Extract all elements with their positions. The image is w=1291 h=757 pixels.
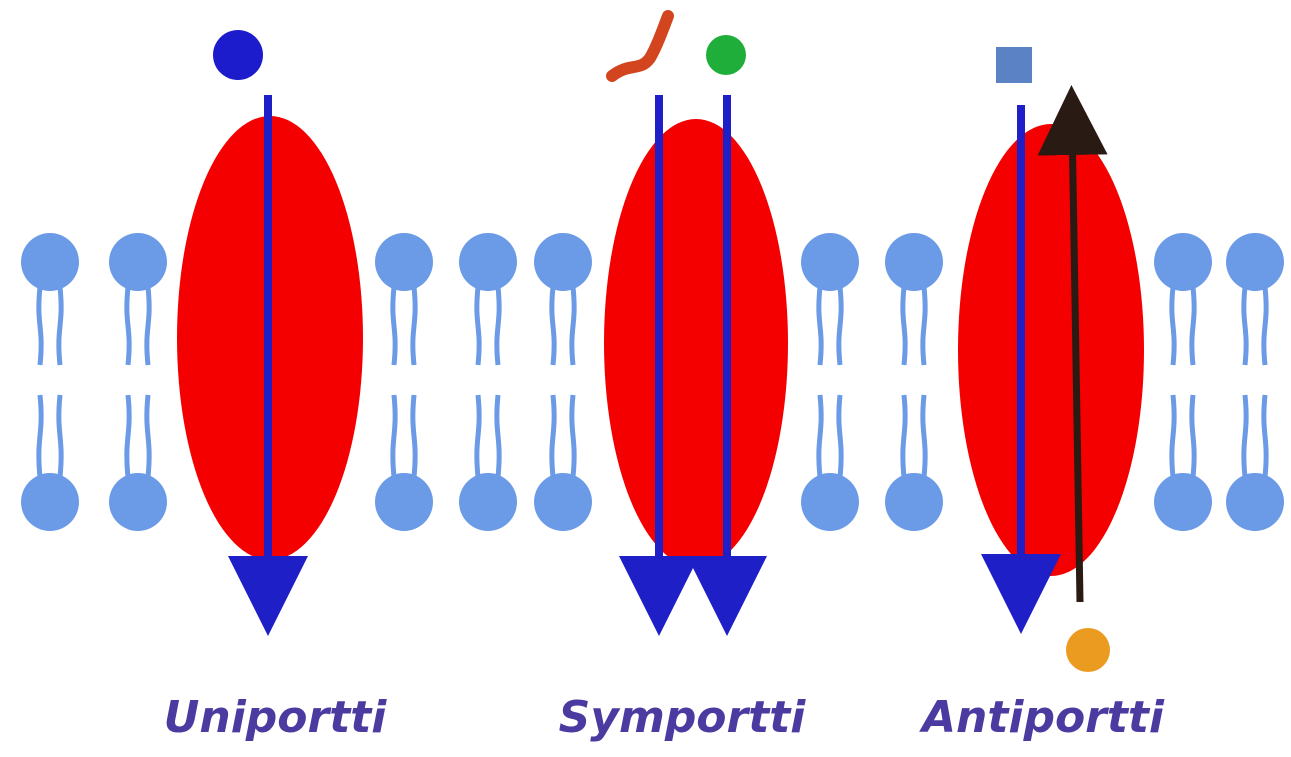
lipid-tail: [903, 395, 905, 477]
lipid-tail: [839, 395, 841, 477]
lipid-tail: [1264, 287, 1266, 365]
lipid-tail: [819, 395, 821, 477]
symporter-group: [604, 16, 788, 596]
lipid-tail: [552, 395, 554, 477]
lipid-tail: [819, 287, 821, 365]
lipid-head-top: [885, 233, 943, 291]
lipid-tail: [1192, 395, 1194, 477]
blue-circle-molecule: [213, 30, 263, 80]
lipid-head-top: [801, 233, 859, 291]
lipid-head-bottom: [1226, 473, 1284, 531]
phospholipid: [885, 233, 943, 531]
phospholipid: [21, 233, 79, 531]
lipid-tail: [39, 287, 41, 365]
lipid-tail: [477, 395, 479, 477]
lipid-tail: [393, 395, 395, 477]
lipid-tail: [127, 395, 129, 477]
green-circle-molecule: [706, 35, 746, 75]
orange-circle-molecule: [1066, 628, 1110, 672]
antiporter-group: [958, 47, 1144, 672]
uniporter-label: Uniportti: [125, 692, 425, 743]
lipid-tail: [39, 395, 41, 477]
lipid-tail: [1244, 287, 1246, 365]
lipid-tail: [59, 287, 61, 365]
lipid-head-top: [1226, 233, 1284, 291]
antiporter-protein: [958, 124, 1144, 576]
lipid-tail: [1172, 287, 1174, 365]
phospholipid: [375, 233, 433, 531]
lipid-head-top: [534, 233, 592, 291]
lipid-head-bottom: [459, 473, 517, 531]
lipid-head-top: [375, 233, 433, 291]
lipid-head-bottom: [885, 473, 943, 531]
lipid-head-bottom: [534, 473, 592, 531]
lipid-tail: [477, 287, 479, 365]
lipid-tail: [903, 287, 905, 365]
phospholipid: [459, 233, 517, 531]
lipid-tail: [572, 287, 574, 365]
phospholipid: [109, 233, 167, 531]
lipid-tail: [497, 287, 499, 365]
lipid-head-bottom: [801, 473, 859, 531]
lipid-tail: [923, 287, 925, 365]
lipid-tail: [1264, 395, 1266, 477]
lipid-tail: [127, 287, 129, 365]
lipid-tail: [839, 287, 841, 365]
lipid-head-top: [1154, 233, 1212, 291]
lipid-head-bottom: [375, 473, 433, 531]
lipid-tail: [393, 287, 395, 365]
phospholipid: [534, 233, 592, 531]
phospholipid: [801, 233, 859, 531]
square-molecule-icon: [996, 47, 1032, 83]
uniporter-group: [177, 30, 363, 596]
lipid-tail: [147, 287, 149, 365]
phospholipid: [1154, 233, 1212, 531]
lipid-tail: [923, 395, 925, 477]
squiggle-molecule-icon: [612, 16, 668, 76]
lipid-tail: [413, 395, 415, 477]
lipid-tail: [497, 395, 499, 477]
symporter-label: Symportti: [532, 692, 832, 743]
lipid-tail: [1244, 395, 1246, 477]
lipid-tail: [413, 287, 415, 365]
lipid-head-top: [21, 233, 79, 291]
lipid-tail: [1192, 287, 1194, 365]
lipid-head-bottom: [109, 473, 167, 531]
phospholipid: [1226, 233, 1284, 531]
lipid-head-bottom: [21, 473, 79, 531]
lipid-tail: [59, 395, 61, 477]
lipid-head-top: [459, 233, 517, 291]
antiporter-label: Antiportti: [893, 692, 1193, 743]
lipid-tail: [1172, 395, 1174, 477]
lipid-tail: [147, 395, 149, 477]
lipid-tail: [552, 287, 554, 365]
lipid-head-bottom: [1154, 473, 1212, 531]
lipid-tail: [572, 395, 574, 477]
symporter-protein: [604, 119, 788, 567]
lipid-head-top: [109, 233, 167, 291]
